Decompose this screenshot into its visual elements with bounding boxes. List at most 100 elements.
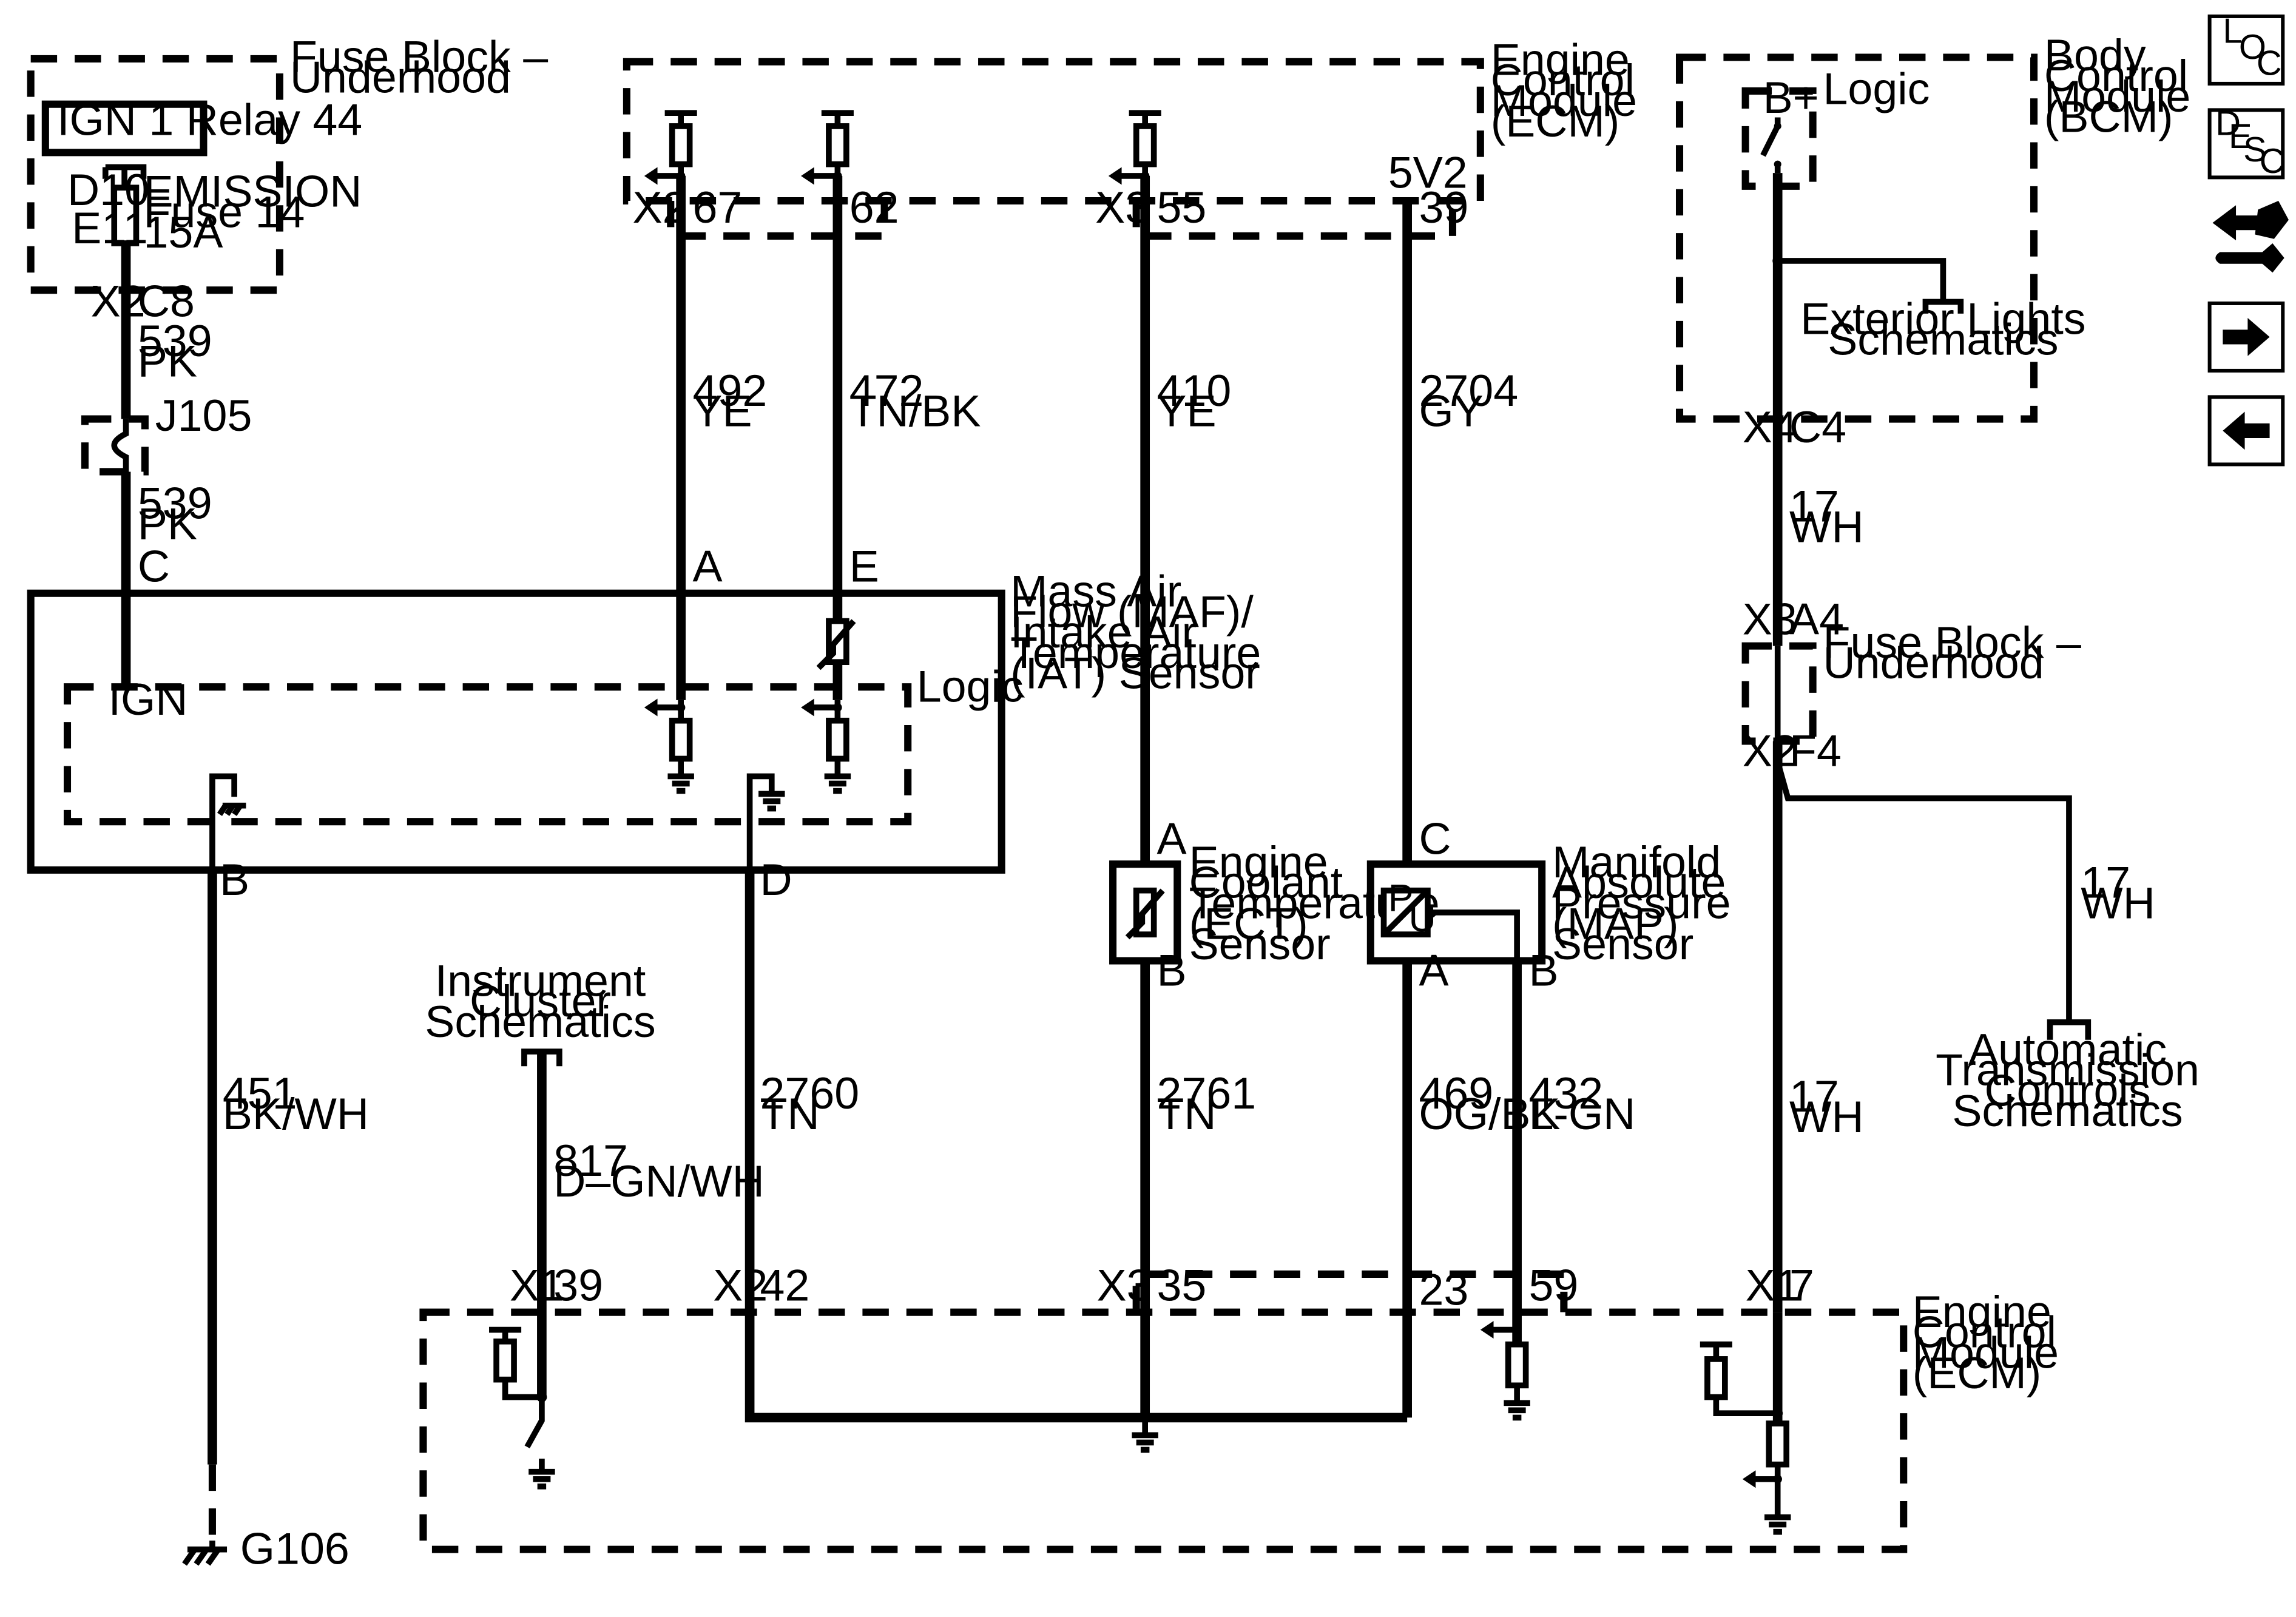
wire-410-circuit: 410: [1156, 365, 1231, 416]
ecm-top-title-3: Module: [1491, 75, 1637, 126]
splice-label: J105: [155, 390, 252, 441]
relay-label: IGN 1 Relay 44: [57, 94, 362, 144]
maf-ign: IGN: [109, 674, 188, 724]
wire-17-c-color: WH: [1789, 1092, 1864, 1142]
conn-x2-c8-pin: C8: [138, 276, 195, 326]
ect-pin-a: A: [1156, 813, 1186, 863]
wire-539-lower-color: PK: [138, 498, 197, 549]
ecm-bot-title-4: (ECM): [1913, 1348, 2042, 1398]
bcm-title-3: Module: [2044, 71, 2190, 121]
ect-title-4: (ECT): [1189, 898, 1308, 948]
back-arrow-button[interactable]: [2207, 395, 2285, 467]
wire-469-color: OG/BK: [1419, 1089, 1560, 1139]
ecm-top-title-1: Engine: [1491, 34, 1630, 84]
arrow-right-icon: [2223, 318, 2270, 356]
wire-17-a-color: WH: [1789, 501, 1864, 552]
fbr-pin-a4: A4: [1789, 593, 1844, 644]
maf-title-1: Mass Air: [1010, 565, 1181, 616]
wire-2704-color: GY: [1419, 386, 1483, 436]
fuse-pin-e11: E11: [72, 203, 147, 253]
wire-2760-circuit: 2760: [760, 1068, 859, 1118]
bcm-conn-x4: X4: [1743, 402, 1797, 452]
fuse-pin-d10: D10: [67, 164, 149, 215]
wire-17-a-circuit: 17: [1789, 481, 1839, 532]
ecm-map-input: [1480, 1321, 1530, 1421]
maf-internal-resistor-e: [801, 698, 851, 794]
fuse-label-1: EMISSION: [144, 166, 362, 217]
maf-title-4: Temperature: [1010, 627, 1261, 678]
wire-2760: [745, 869, 1408, 1423]
ecm-low-side-switch: [489, 1326, 555, 1490]
wire-2761-color: TN: [1156, 1089, 1216, 1139]
wire-451-color: BK/WH: [223, 1089, 369, 1139]
fuse-block-underhood-top: Fuse Block – Underhood IGN 1 Relay 44 D1…: [27, 32, 548, 326]
map-pin-a: A: [1419, 945, 1448, 996]
ecm-bot-conn-x1a: X1: [510, 1260, 564, 1310]
desc-button[interactable]: D E S C: [2207, 104, 2285, 181]
ecm-pin7-circuit: [1700, 1312, 1791, 1535]
ecm-bot-pin-59: 59: [1528, 1260, 1578, 1310]
fbr-title-1: Fuse Block –: [1823, 617, 2081, 667]
ext-lights-2: Schematics: [1828, 314, 2058, 364]
desc-d: D: [2215, 104, 2241, 143]
wire-472-circuit: 472: [849, 365, 924, 416]
ecm-bot-conn-x3: X3: [1097, 1260, 1152, 1310]
ecm-bot-conn-x1b: X1: [1746, 1260, 1800, 1310]
ecm-bottom-module: Engine Control Module (ECM) X1 39 X2 42 …: [419, 1260, 2059, 1553]
ground-label: G106: [240, 1524, 349, 1574]
fuse-block-underhood-right: X3 A4 Fuse Block – Underhood X2 F4: [1741, 593, 2081, 776]
wire-472-color: TN/BK: [849, 386, 981, 436]
maf-chassis-ground-b: [209, 773, 246, 870]
connector-tool-icon[interactable]: [2212, 200, 2289, 273]
bcm-title-2: Control: [2044, 50, 2188, 101]
loc-button[interactable]: L O C: [2207, 12, 2285, 86]
splice-j105: J105: [81, 390, 252, 476]
conn-x2-c8-conn: X2: [91, 276, 146, 326]
ecm-bot-conn-x2: X2: [713, 1260, 768, 1310]
ground-g106: G106: [182, 1524, 349, 1574]
ecm-bot-pin-39: 39: [553, 1260, 603, 1310]
fuse-block-title-line1: Fuse Block –: [290, 32, 548, 82]
ic-line-3: Schematics: [425, 996, 655, 1047]
desc-c: C: [2260, 142, 2285, 181]
wire-539-lower-circuit: 539: [138, 478, 212, 528]
atc-line-3: Controls: [1985, 1065, 2151, 1115]
fuse-block-title-line2: Underhood: [290, 52, 511, 102]
wire-2760-color: TN: [760, 1089, 819, 1139]
wire-451-circuit: 451: [223, 1068, 297, 1118]
arrow-left-icon: [2223, 411, 2270, 450]
wire-17-b-color: WH: [2081, 877, 2155, 928]
maf-pin-b: B: [220, 854, 249, 905]
ecm-bot-pin-35: 35: [1156, 1260, 1206, 1310]
maf-pin-e: E: [849, 541, 879, 591]
wire-2761-circuit: 2761: [1156, 1068, 1256, 1118]
fbr-pin-f4: F4: [1789, 726, 1842, 776]
maf-pin-d: D: [760, 854, 792, 905]
atc-line-1: Automatic: [1968, 1024, 2167, 1075]
emission-fuse-14: [111, 184, 140, 246]
maf-logic: Logic: [917, 661, 1024, 711]
ect-title-2: Coolant: [1189, 857, 1343, 908]
ecm-pullup-62: [801, 110, 854, 185]
ecm-top-pin-67: 67: [692, 182, 742, 232]
ecm-bot-title-2: Control: [1913, 1307, 2056, 1357]
wire-492-circuit: 492: [692, 365, 767, 416]
ect-sensor: A B Engine Coolant Temperature (ECT) Sen…: [1109, 813, 1440, 996]
ecm-top-title-2: Control: [1491, 55, 1635, 105]
maf-pin-a: A: [692, 541, 722, 591]
loc-l: L: [2223, 12, 2242, 50]
map-sensor: P U C A B Manifold Absolute Pressure (MA…: [1366, 813, 1731, 996]
ecm-bot-title-1: Engine: [1913, 1286, 2051, 1337]
ecm-pullup-55: [1108, 110, 1161, 185]
next-arrow-button[interactable]: [2207, 301, 2285, 373]
wire-539-upper-circuit: 539: [138, 316, 212, 366]
desc-s: S: [2243, 130, 2267, 169]
ecm-top-title-4: (ECM): [1491, 96, 1620, 146]
map-title-4: (MAP): [1552, 898, 1679, 948]
maf-title-3: Intake Air: [1010, 607, 1197, 657]
fbr-conn-x2: X2: [1743, 726, 1797, 776]
fuse-label-3: 15A: [144, 207, 223, 257]
fuse-label-2: Fuse 14: [144, 186, 305, 237]
ect-title-1: Engine: [1189, 837, 1328, 887]
